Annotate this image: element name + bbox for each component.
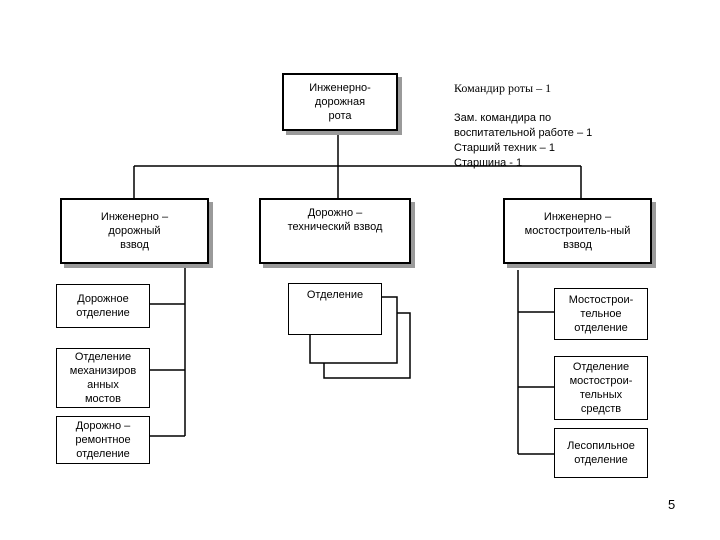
right-unit-1-label: Мостострои- тельное отделение [568,294,634,334]
staff-notes: Командир роты – 1 Зам. командира по восп… [454,66,592,186]
platoon-middle-box: Дорожно – технический взвод [259,198,411,264]
left-unit-3-label: Дорожно – ремонтное отделение [75,420,131,460]
left-unit-road-section: Дорожное отделение [56,284,150,328]
left-unit-road-repair: Дорожно – ремонтное отделение [56,416,150,464]
middle-unit-section: Отделение [288,283,382,335]
platoon-left-box: Инженерно – дорожный взвод [60,198,209,264]
staff-note-others: Зам. командира по воспитательной работе … [454,112,593,169]
left-unit-2-label: Отделение механизиров анных мостов [69,351,137,405]
middle-unit-label: Отделение [306,289,364,301]
right-unit-bridge-means: Отделение мостострои- тельных средств [554,356,648,420]
left-unit-1-label: Дорожное отделение [76,293,130,319]
section-frame-2 [309,296,398,364]
platoon-left-label: Инженерно – дорожный взвод [100,211,169,251]
right-unit-sawmill: Лесопильное отделение [554,428,648,478]
page-number: 5 [668,497,676,512]
company-label: Инженерно- дорожная рота [309,82,371,122]
platoon-right-label: Инженерно – мостостроитель-ный взвод [524,211,631,251]
platoon-right-box: Инженерно – мостостроитель-ный взвод [503,198,652,264]
right-unit-3-label: Лесопильное отделение [567,440,635,466]
staff-note-commander: Командир роты – 1 [454,81,552,95]
right-unit-bridge-construction: Мостострои- тельное отделение [554,288,648,340]
right-unit-2-label: Отделение мостострои- тельных средств [569,361,633,415]
company-box: Инженерно- дорожная рота [282,73,398,131]
section-frame-3 [323,312,411,379]
platoon-middle-label: Дорожно – технический взвод [287,207,383,233]
left-unit-mechanized-bridges: Отделение механизиров анных мостов [56,348,150,408]
